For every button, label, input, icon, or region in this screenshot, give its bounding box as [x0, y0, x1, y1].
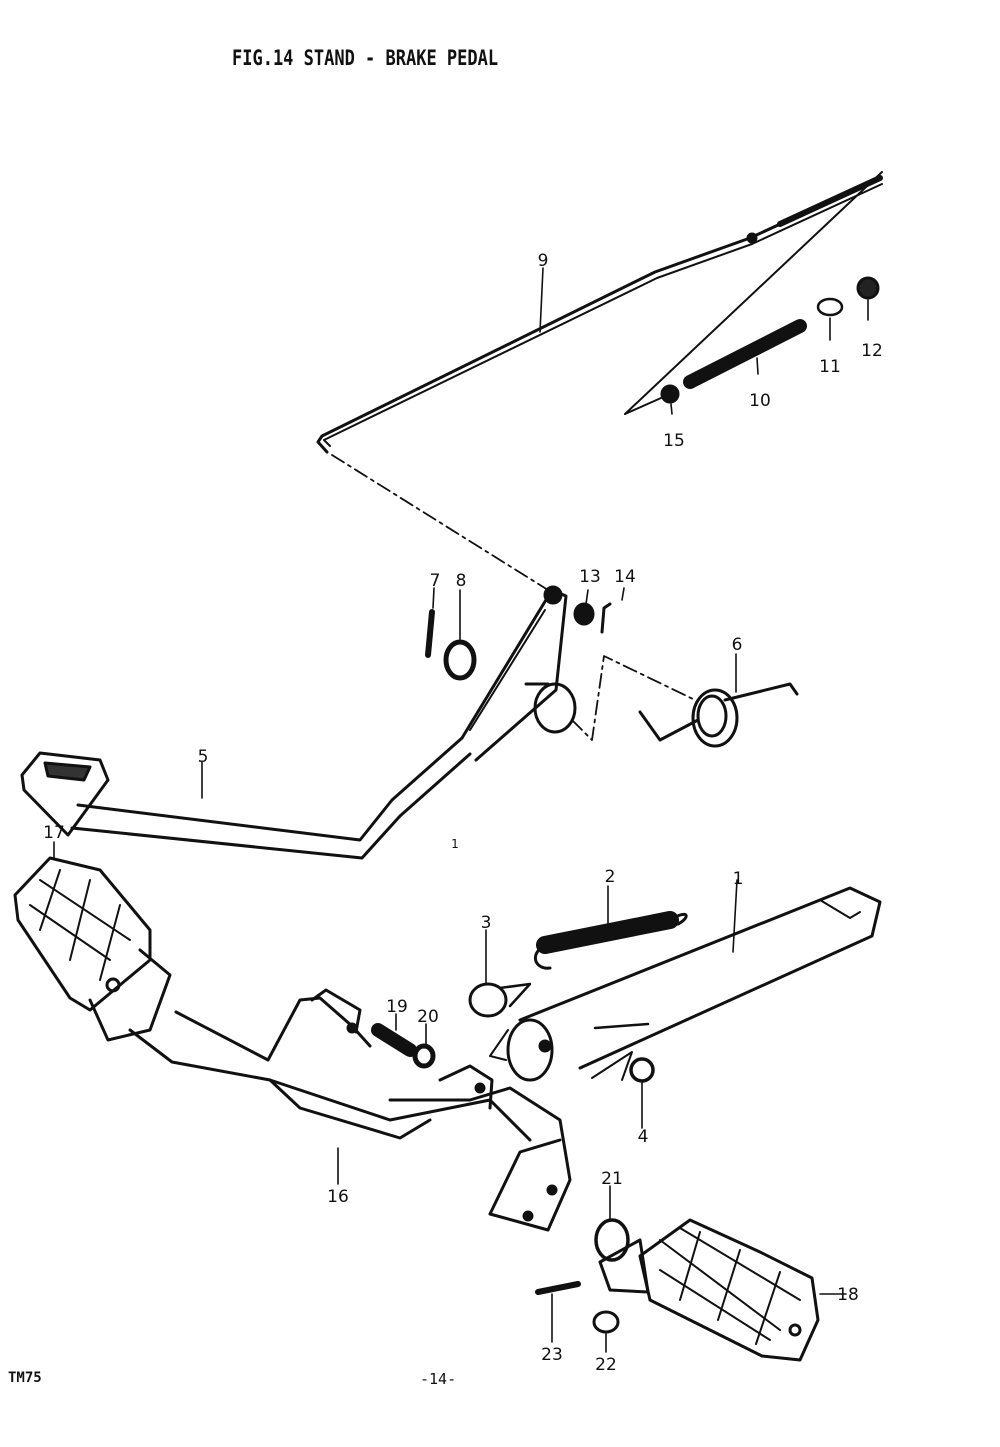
arm-cotter-pin — [600, 602, 612, 634]
callout-11: 11 — [819, 357, 841, 377]
callout-3: 3 — [481, 913, 492, 933]
callout-6: 6 — [732, 635, 743, 655]
callout-13: 13 — [579, 567, 601, 587]
pedal-washer — [443, 639, 477, 681]
callout-18: 18 — [837, 1285, 859, 1305]
callout-1-pedal: 1 — [451, 837, 459, 851]
left-footrest — [13, 856, 172, 1042]
rod-washer — [660, 384, 680, 404]
callout-8: 8 — [456, 571, 467, 591]
callout-16: 16 — [327, 1187, 349, 1207]
rod-pedal-centerline — [331, 454, 549, 591]
side-stand — [489, 886, 882, 1082]
callout-7: 7 — [430, 571, 441, 591]
cotter-pin — [425, 609, 435, 658]
figure-title: FIG.14 STAND - BRAKE PEDAL — [232, 46, 499, 71]
pedal-spring-centerline — [571, 655, 696, 741]
arm-washer — [573, 602, 595, 626]
callout-22: 22 — [595, 1355, 617, 1375]
brake-pedal — [20, 585, 577, 860]
rod-joint — [816, 297, 844, 317]
alignment-frame — [624, 171, 883, 415]
model-code: TM75 — [8, 1370, 42, 1386]
rod-nut — [856, 276, 880, 300]
bracket-washer — [412, 1043, 436, 1069]
callout-19: 19 — [386, 997, 408, 1017]
callout-12: 12 — [861, 341, 883, 361]
brake-rod — [316, 175, 883, 454]
callout-20: 20 — [417, 1007, 439, 1027]
callout-labels: 1 1 2 3 4 5 6 7 8 9 10 11 12 13 14 15 16… — [43, 251, 883, 1375]
footrest-cotter-pin — [535, 1281, 581, 1295]
right-footrest — [598, 1218, 820, 1362]
footrest-washer — [594, 1218, 630, 1262]
callout-4: 4 — [638, 1127, 649, 1147]
footrest-bracket — [128, 988, 572, 1232]
return-spring — [638, 682, 799, 748]
bracket-bolt — [371, 1023, 417, 1057]
callout-17: 17 — [43, 823, 65, 843]
callout-10: 10 — [749, 391, 771, 411]
callout-21: 21 — [601, 1169, 623, 1189]
callout-1: 1 — [733, 869, 744, 889]
stand-pin — [468, 982, 532, 1018]
callout-9: 9 — [538, 251, 549, 271]
page-number: -14- — [420, 1370, 457, 1388]
callout-2: 2 — [605, 867, 616, 887]
rod-spring — [683, 319, 807, 389]
callout-15: 15 — [663, 431, 685, 451]
callout-14: 14 — [614, 567, 636, 587]
callout-23: 23 — [541, 1345, 563, 1365]
stand-nut — [591, 1051, 655, 1083]
footrest-pin — [592, 1310, 620, 1334]
stand-spring — [533, 911, 688, 970]
callout-leaders — [53, 267, 869, 1353]
callout-5: 5 — [198, 747, 209, 767]
